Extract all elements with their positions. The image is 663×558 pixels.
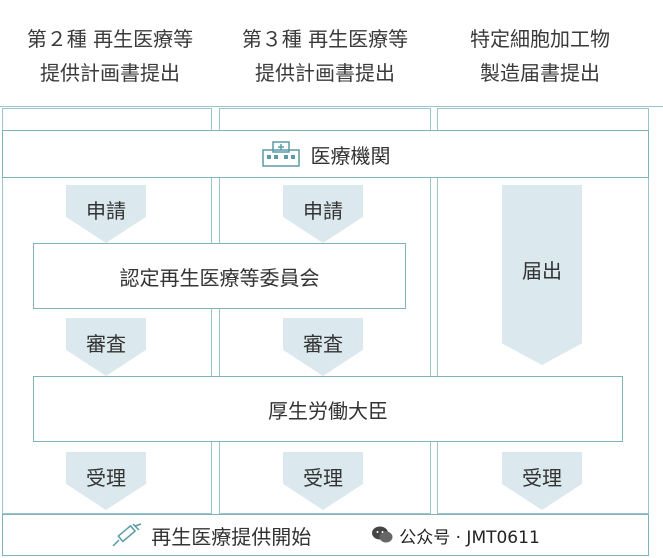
wechat-icon: [372, 526, 393, 543]
committee-box: 認定再生医療等委員会: [33, 243, 406, 309]
footer-label: 再生医療提供開始: [151, 524, 312, 549]
notification-arrow: 届出: [502, 185, 582, 365]
minister-label: 厚生労働大臣: [268, 398, 388, 423]
column-header-type2-line2: 提供計画書提出: [40, 61, 180, 85]
review-label-type2: 審査: [86, 332, 126, 356]
hospital-icon: [261, 141, 300, 167]
acceptance-label-cell-processing: 受理: [522, 466, 562, 490]
committee-label: 認定再生医療等委員会: [119, 265, 320, 290]
column-header-cell-processing-line2: 製造届書提出: [480, 61, 600, 85]
top-divider: [0, 106, 663, 107]
review-label-type3: 審査: [303, 332, 343, 356]
column-header-type2: 第２種 再生医療等 提供計画書提出: [10, 22, 210, 92]
medical-institution-label: 医療機関: [310, 143, 391, 168]
application-label-type3: 申請: [303, 199, 343, 223]
medical-institution-box: 医療機関: [2, 130, 649, 178]
watermark: 公众号 · JMT0611: [371, 523, 540, 548]
footer-box: 再生医療提供開始 公众号 · JMT0611: [2, 514, 649, 556]
column-header-type3: 第３種 再生医療等 提供計画書提出: [225, 22, 425, 92]
application-label-type2: 申請: [86, 199, 126, 223]
syringe-icon: [112, 523, 142, 547]
acceptance-label-type2: 受理: [86, 466, 126, 490]
minister-box: 厚生労働大臣: [33, 376, 623, 442]
acceptance-label-type3: 受理: [303, 466, 343, 490]
column-header-cell-processing: 特定細胞加工物 製造届書提出: [440, 22, 640, 92]
column-header-type3-line2: 提供計画書提出: [255, 61, 395, 85]
notification-label: 届出: [522, 259, 562, 283]
watermark-text: 公众号 · JMT0611: [399, 527, 540, 548]
column-header-type3-line1: 第３種 再生医療等: [241, 27, 409, 51]
column-header-type2-line1: 第２種 再生医療等: [26, 27, 194, 51]
column-header-cell-processing-line1: 特定細胞加工物: [470, 27, 610, 51]
